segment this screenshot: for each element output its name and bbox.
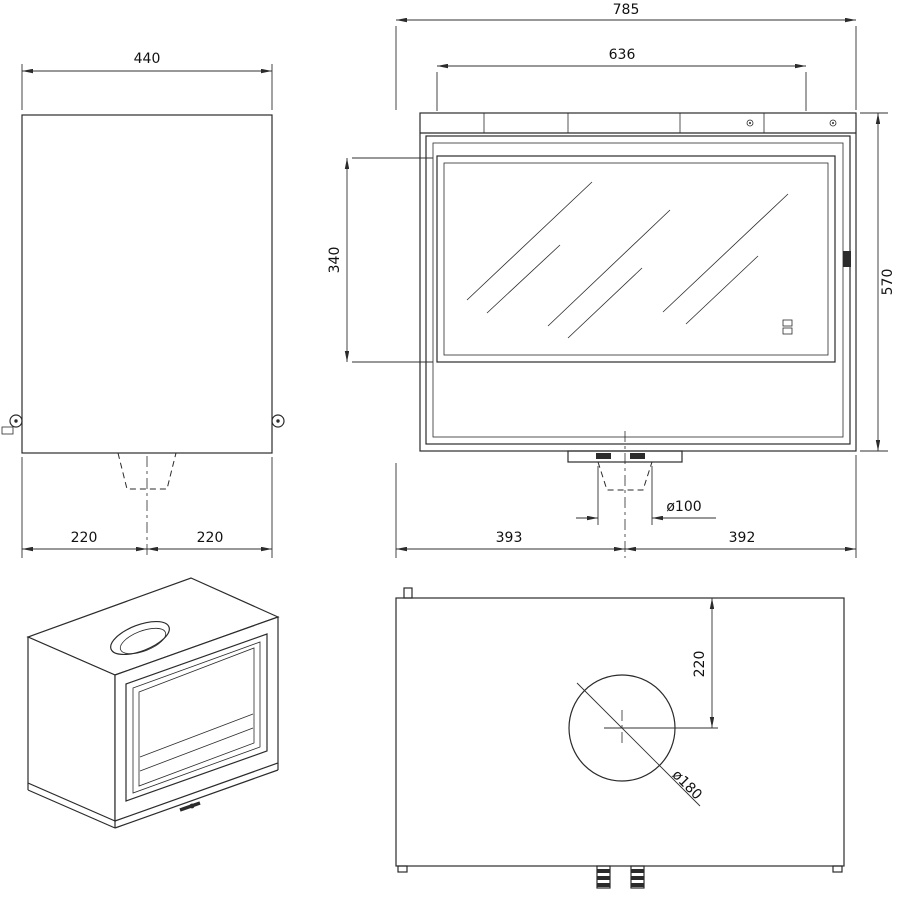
side-width-dimension: 440	[21, 51, 273, 110]
iso-door-handle	[179, 801, 201, 812]
plan-corner-foot-right	[832, 865, 843, 873]
plan-foot-left	[596, 865, 611, 889]
side-cable-detail	[1, 426, 14, 435]
iso-log-retainer-line	[139, 727, 254, 772]
glass-pane	[443, 162, 829, 356]
door-latch	[843, 251, 851, 267]
dim-label-glass-height: 340	[327, 247, 343, 274]
vent-slot-right	[630, 453, 645, 459]
front-top-strip	[420, 113, 856, 134]
front-bottom-dimensions: 393 392	[395, 455, 857, 558]
plan-foot-right	[630, 865, 645, 889]
door-frame-inner	[432, 142, 844, 438]
front-body-outline	[419, 112, 857, 452]
plan-body-outline	[395, 597, 845, 867]
dim-label-side-width: 440	[134, 51, 161, 67]
front-overall-height-dimension: 570	[860, 112, 896, 452]
front-flue-hidden-outline	[597, 461, 653, 491]
screw-detail-right	[829, 119, 837, 127]
plan-hole-diagonal	[576, 682, 701, 807]
front-overall-width-dimension: 785	[395, 2, 857, 110]
iso-door-window	[125, 633, 268, 802]
side-mounting-lugs	[1, 414, 285, 435]
dim-label-side-left-half: 220	[71, 530, 98, 546]
side-flue-hidden-outline	[117, 452, 177, 490]
iso-flue-hole	[110, 620, 170, 656]
dim-label-bottom-left: 393	[496, 530, 523, 546]
plan-view: 220 ø180	[395, 587, 845, 889]
front-inner-width-dimension: 636	[436, 47, 807, 111]
brand-mark	[782, 319, 793, 335]
plan-corner-foot-left	[397, 865, 408, 873]
dim-label-front-overall-width: 785	[613, 2, 640, 18]
dim-label-bottom-right: 392	[729, 530, 756, 546]
flue-diameter-dimension: ø100	[576, 466, 716, 525]
dim-label-front-overall-height: 570	[880, 269, 896, 296]
dim-label-front-inner-width: 636	[609, 47, 636, 63]
plan-rear-tab	[403, 587, 413, 599]
glass-height-dimension: 340	[327, 157, 433, 363]
isometric-view	[26, 577, 280, 829]
dim-label-plan-offset: 220	[692, 651, 708, 678]
glass-reflection-lines	[466, 181, 789, 339]
iso-base-plinth	[27, 763, 279, 829]
vent-slot-left	[596, 453, 611, 459]
door-frame-outer	[425, 135, 851, 445]
side-view: 440 220 220	[1, 51, 285, 558]
side-body-outline	[21, 114, 273, 454]
glass-frame	[436, 155, 836, 363]
dim-label-side-right-half: 220	[197, 530, 224, 546]
dim-label-flue-diameter: ø100	[666, 499, 701, 515]
iso-log-retainer-line	[139, 713, 254, 758]
front-view: 785 636 340 570 ø100	[327, 2, 896, 558]
screw-detail-left	[746, 119, 754, 127]
side-half-dimensions: 220 220	[21, 457, 273, 558]
plan-offset-dimension: 220	[692, 598, 715, 728]
